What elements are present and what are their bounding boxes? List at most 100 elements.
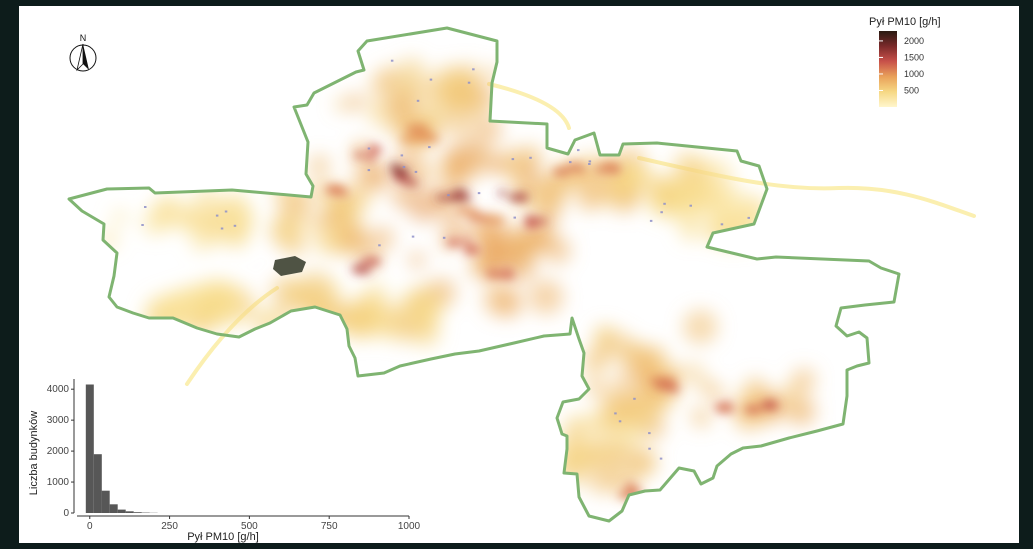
heat-core-blob <box>762 400 774 410</box>
heat-core-blob <box>360 257 381 265</box>
building-point <box>144 206 147 208</box>
heat-soft-blob <box>709 386 726 403</box>
heat-core-blob <box>497 190 507 197</box>
histogram-bar <box>109 504 118 513</box>
heat-soft-blob <box>515 223 546 255</box>
building-points-layer <box>141 59 750 460</box>
heat-core-blob <box>366 153 375 163</box>
heat-soft-blob <box>569 414 587 432</box>
north-arrow-letter: N <box>80 33 87 43</box>
heat-soft-blob <box>441 216 470 245</box>
heat-soft-blob <box>558 437 591 471</box>
heat-soft-blob <box>347 92 366 112</box>
heat-core-blob <box>525 215 534 224</box>
heat-core-blob <box>744 405 761 414</box>
heat-core-blob <box>660 377 678 385</box>
heat-soft-blob <box>213 230 228 245</box>
building-point <box>429 78 433 81</box>
heat-soft-blob <box>690 406 712 428</box>
heat-soft-blob <box>395 57 428 90</box>
histogram-x-tick-label: 750 <box>321 521 338 532</box>
heat-soft-blob <box>682 309 718 345</box>
heat-core-blob <box>334 188 349 197</box>
building-point <box>414 170 418 173</box>
building-point <box>659 457 663 460</box>
heat-soft-blob <box>637 370 651 384</box>
building-point <box>442 236 446 239</box>
building-point <box>411 235 415 238</box>
pm10-heat-core-layer <box>325 124 780 500</box>
heat-soft-blob <box>657 365 674 381</box>
north-arrow-needle-light <box>76 43 84 72</box>
building-point <box>215 214 219 217</box>
legend-color-bar <box>879 31 897 107</box>
heat-core-blob <box>399 135 421 144</box>
histogram-y-tick-label: 0 <box>63 508 69 519</box>
heat-core-blob <box>389 163 401 172</box>
heat-soft-blob <box>344 308 367 331</box>
heat-soft-blob <box>594 324 617 347</box>
heat-soft-blob <box>308 154 331 177</box>
histogram-x-tick-label: 500 <box>241 521 258 532</box>
heat-soft-blob <box>195 281 217 303</box>
heat-soft-blob <box>208 311 221 325</box>
building-point <box>569 161 572 164</box>
heat-soft-blob <box>528 279 564 315</box>
heat-core-blob <box>604 166 622 174</box>
building-point <box>660 211 663 214</box>
heat-core-blob <box>553 167 573 176</box>
building-point <box>663 202 666 205</box>
building-point <box>378 244 381 247</box>
heat-core-blob <box>508 193 519 201</box>
heat-soft-blob <box>368 104 390 126</box>
building-point <box>367 147 371 150</box>
histogram-x-tick-label: 1000 <box>398 521 421 532</box>
heat-core-blob <box>455 206 479 216</box>
heat-soft-blob <box>672 198 703 229</box>
building-point <box>477 192 481 195</box>
histogram-bar <box>133 512 142 513</box>
heat-soft-blob <box>519 144 543 168</box>
histogram-x-tick-label: 0 <box>87 521 93 532</box>
heat-soft-blob <box>408 292 427 310</box>
building-point <box>648 447 651 450</box>
heat-soft-blob <box>599 406 626 433</box>
building-point <box>513 216 516 219</box>
legend-tick-label: 500 <box>904 85 919 95</box>
north-arrow: N <box>69 33 97 72</box>
heat-core-blob <box>716 404 729 414</box>
city-boundary <box>67 26 901 523</box>
histogram-bar <box>125 511 134 513</box>
heat-soft-blob <box>415 311 439 335</box>
heat-soft-blob <box>334 97 349 112</box>
histogram-y-tick-label: 2000 <box>47 446 70 457</box>
histogram-y-tick-label: 3000 <box>47 415 70 426</box>
north-arrow-needle-dark <box>83 44 89 70</box>
heat-core-blob <box>461 237 472 244</box>
building-point <box>416 99 420 102</box>
industrial-area-patch <box>273 256 306 276</box>
building-point <box>390 59 394 62</box>
heat-soft-blob <box>192 187 221 216</box>
building-point <box>529 156 532 159</box>
heat-soft-blob <box>142 209 169 236</box>
heat-core-blob <box>524 222 538 229</box>
heat-soft-blob <box>506 157 524 175</box>
heat-soft-blob <box>453 137 486 169</box>
histogram-y-tick-label: 4000 <box>47 384 70 395</box>
heat-soft-blob <box>585 375 607 397</box>
building-point <box>224 210 228 213</box>
heat-soft-blob <box>717 185 743 212</box>
heat-soft-blob <box>371 226 395 250</box>
building-point <box>220 227 224 230</box>
histogram-y-tick-label: 1000 <box>47 477 70 488</box>
heat-core-blob <box>536 217 548 225</box>
heat-soft-blob <box>628 448 657 477</box>
heat-soft-blob <box>584 437 617 470</box>
histogram-y-label: Liczba budynków <box>28 411 40 495</box>
